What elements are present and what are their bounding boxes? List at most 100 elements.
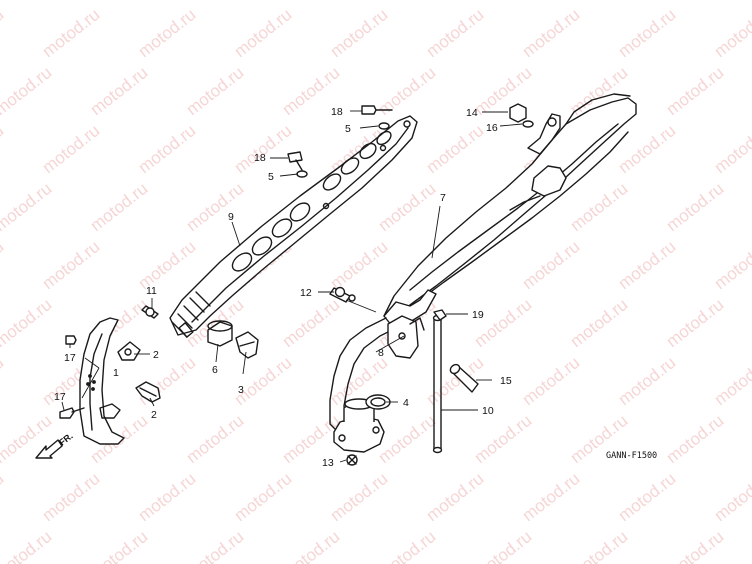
watermark-text: motod.ru [135,121,200,177]
watermark-text: motod.ru [375,0,440,3]
watermark-text: motod.ru [0,237,7,293]
watermark-text: motod.ru [711,121,752,177]
watermark-text: motod.ru [183,63,248,119]
watermark-text: motod.ru [0,353,7,409]
watermark-text: motod.ru [711,5,752,61]
watermark-text: motod.ru [87,63,152,119]
watermark-text: motod.ru [663,411,728,467]
callout-5-middle: 5 [268,171,274,183]
callout-16: 16 [486,122,498,134]
callout-15: 15 [500,375,512,387]
watermark-text: motod.ru [711,237,752,293]
watermark-text: motod.ru [135,5,200,61]
watermark-text: motod.ru [279,295,344,351]
callout-18-upper: 18 [331,106,343,118]
watermark-text: motod.ru [231,353,296,409]
watermark-text: motod.ru [615,121,680,177]
watermark-text: motod.ru [0,411,55,467]
callout-11: 11 [146,285,157,297]
callout-13: 13 [322,457,334,469]
watermark-text: motod.ru [279,527,344,564]
watermark-text: motod.ru [279,0,344,3]
watermark-text: motod.ru [0,63,55,119]
callout-labels: 1 2 2 3 4 5 5 6 7 8 9 10 11 12 13 14 15 … [54,106,512,469]
watermark-text: motod.ru [423,469,488,525]
callout-12: 12 [300,287,312,299]
watermark-text: motod.ru [0,295,55,351]
watermark-text: motod.ru [423,5,488,61]
watermark-text: motod.ru [519,353,584,409]
callout-2-lower: 2 [151,409,157,421]
watermark-text: motod.ru [567,179,632,235]
watermark-text: motod.ru [615,5,680,61]
watermark-text: motod.ru [567,295,632,351]
callout-14: 14 [466,107,478,119]
callout-1: 1 [113,367,119,379]
watermark-text: motod.ru [327,237,392,293]
watermark-text: motod.ru [87,179,152,235]
watermark-text: motod.ru [0,5,7,61]
watermark-text: motod.ru [183,411,248,467]
heat-protector-part [79,317,125,445]
watermark-text: motod.ru [135,237,200,293]
callout-2-upper: 2 [153,349,159,361]
callout-7: 7 [440,192,446,204]
watermark-text: motod.ru [183,527,248,564]
watermark-text: motod.ru [663,63,728,119]
watermark-text: motod.ru [615,237,680,293]
leader-lines [61,110,523,463]
callout-17-upper: 17 [64,352,76,364]
watermark-text: motod.ru [39,469,104,525]
watermark-text: motod.ru [663,179,728,235]
watermark-text: motod.ru [39,237,104,293]
watermark-text: motod.ru [231,121,296,177]
callout-8: 8 [378,347,384,359]
watermark-text: motod.ru [375,179,440,235]
callout-3: 3 [238,384,244,396]
diagram-code: GANN-F1500 [606,451,657,461]
muffler-protector-part [169,115,418,338]
watermark-text: motod.ru [375,527,440,564]
watermark-text: motod.ru [711,353,752,409]
watermark-text: motod.ru [87,0,152,3]
watermark-text: motod.ru [423,121,488,177]
watermark-text: motod.ru [183,0,248,3]
watermark-text: motod.ru [519,5,584,61]
watermark-text: motod.ru [519,469,584,525]
callout-6: 6 [212,364,218,376]
watermark-text: motod.ru [663,0,728,3]
watermark-text: motod.ru [231,469,296,525]
watermark-text: motod.ru [663,527,728,564]
callout-9: 9 [228,211,234,223]
exhaust-pipe-part [329,317,401,453]
callout-5-upper: 5 [345,123,351,135]
watermark-text: motod.ru [39,121,104,177]
watermark-text: motod.ru [0,179,55,235]
watermark-text: motod.ru [519,237,584,293]
watermark-text: motod.ru [327,5,392,61]
watermark-text: motod.ru [87,527,152,564]
watermark-text: motod.ru [567,0,632,3]
callout-17-lower: 17 [54,391,66,403]
callout-4: 4 [403,397,409,409]
watermark-text: motod.ru [615,469,680,525]
watermark-text: motod.ru [0,0,55,3]
watermark-text: motod.ru [711,469,752,525]
muffler-part [383,93,637,327]
watermark-text: motod.ru [0,527,55,564]
callout-19: 19 [472,309,484,321]
callout-18-middle: 18 [254,152,266,164]
watermark-text: motod.ru [135,353,200,409]
watermark-text: motod.ru [471,411,536,467]
callout-10: 10 [482,405,494,417]
watermark-text: motod.ru [375,411,440,467]
watermark-text: motod.ru [327,469,392,525]
watermark-text: motod.ru [183,179,248,235]
watermark-text: motod.ru [663,295,728,351]
rubber-tube-part [449,363,479,393]
watermark-text: motod.ru [39,5,104,61]
small-hardware [59,103,534,466]
watermark-text: motod.ru [567,527,632,564]
